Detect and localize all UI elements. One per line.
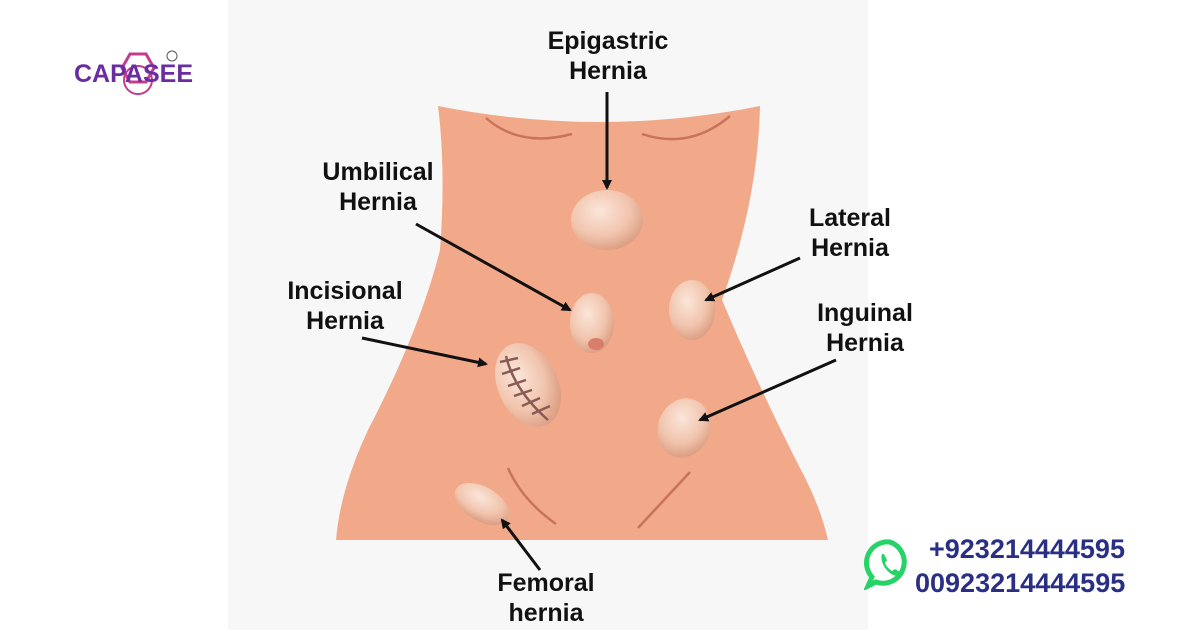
chest-line-left: [485, 117, 573, 140]
lateral-bulge: [669, 280, 715, 340]
arrow-femoral: [500, 518, 542, 571]
inguinal-bulge: [657, 398, 711, 458]
incisional-bulge: [495, 343, 561, 427]
chest-line-right: [641, 115, 731, 141]
contact-phones: +923214444595 00923214444595: [915, 532, 1125, 600]
groin-line-left: [506, 467, 557, 526]
label-epigastric: Epigastric Hernia: [547, 27, 669, 85]
label-inguinal: Inguinal Hernia: [817, 299, 913, 357]
brand-name: CAPASEE: [74, 60, 194, 88]
navel: [588, 338, 604, 350]
arrow-lateral: [704, 256, 801, 302]
label-umbilical: Umbilical Hernia: [322, 158, 434, 216]
label-incisional: Incisional Hernia: [287, 277, 403, 335]
arrow-inguinal: [698, 358, 837, 422]
logo-emblem: [120, 50, 178, 95]
phone-number-secondary[interactable]: 00923214444595: [915, 568, 1126, 598]
whatsapp-icon[interactable]: [862, 538, 916, 592]
umbilical-bulge: [570, 293, 614, 353]
phone-number-primary[interactable]: +923214444595: [929, 534, 1125, 564]
epigastric-bulge: [571, 190, 643, 250]
incision-stitches: [499, 355, 551, 421]
arrow-incisional: [361, 336, 488, 368]
femoral-bulge: [454, 482, 510, 526]
arrow-umbilical: [415, 222, 572, 312]
groin-line-right: [637, 471, 691, 529]
label-lateral: Lateral Hernia: [809, 204, 891, 262]
label-femoral: Femoral hernia: [497, 569, 595, 627]
brand-logo: CAPASEE: [68, 50, 208, 110]
